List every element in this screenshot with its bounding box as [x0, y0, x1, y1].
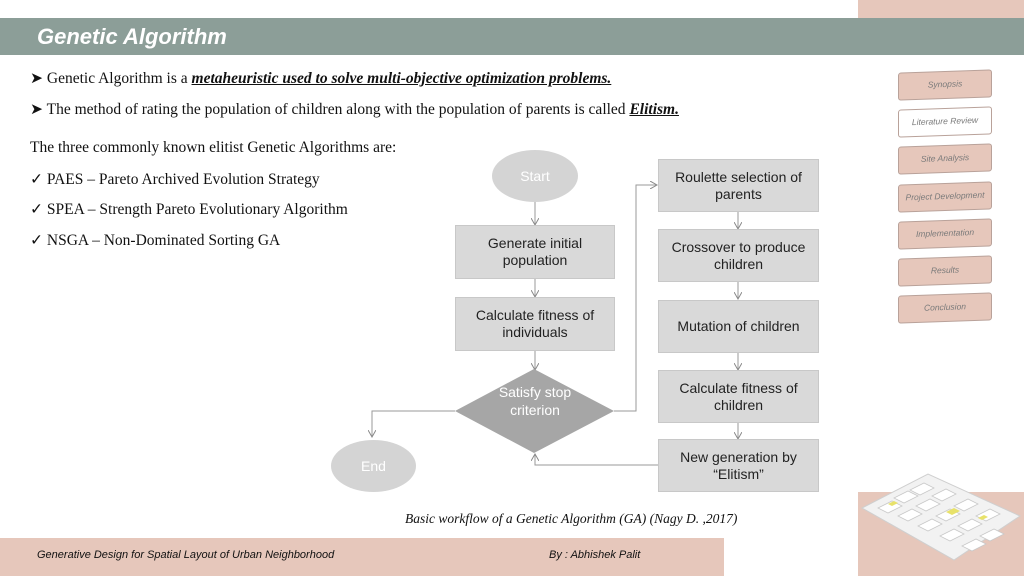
generate-population-box: Generate initial population [455, 225, 615, 279]
algorithm-item: ✓ NSGA – Non-Dominated Sorting GA [30, 231, 280, 250]
algorithm-item: ✓ PAES – Pareto Archived Evolution Strat… [30, 170, 320, 189]
algorithm-text: PAES – Pareto Archived Evolution Strateg… [46, 171, 320, 188]
nav-tab-conclusion[interactable]: Conclusion [898, 292, 992, 324]
page-title: Genetic Algorithm [37, 24, 227, 49]
decision-diamond [455, 369, 614, 453]
footer-author: By : Abhishek Palit [549, 549, 641, 561]
algorithm-text: NSGA – Non-Dominated Sorting GA [46, 232, 281, 249]
bullet-definition: ➤ Genetic Algorithm is a metaheuristic u… [30, 69, 611, 88]
nav-tab-site-analysis[interactable]: Site Analysis [898, 143, 992, 175]
decision-label: Satisfy stop criterion [498, 384, 572, 418]
intro-text: The three commonly known elitist Genetic… [30, 139, 397, 156]
check-icon: ✓ [30, 201, 43, 218]
check-icon: ✓ [30, 232, 43, 249]
nav-tab-literature-review[interactable]: Literature Review [898, 106, 992, 138]
city-model-illustration [860, 473, 1022, 561]
arrow-bullet-icon: ➤ [30, 101, 43, 118]
bullet-text: Genetic Algorithm is a [46, 70, 192, 87]
bullet-text: The method of rating the population of c… [46, 101, 630, 118]
nav-tab-project-development[interactable]: Project Development [898, 181, 992, 213]
check-icon: ✓ [30, 171, 43, 188]
new-generation-box: New generation by “Elitism” [658, 439, 819, 492]
calculate-fitness-box: Calculate fitness of individuals [455, 297, 615, 351]
algorithm-text: SPEA – Strength Pareto Evolutionary Algo… [46, 201, 348, 218]
title-bar [0, 18, 1024, 55]
end-node: End [331, 440, 416, 492]
crossover-box: Crossover to produce children [658, 229, 819, 282]
bullet-elitism: ➤ The method of rating the population of… [30, 100, 679, 119]
nav-tab-synopsis[interactable]: Synopsis [898, 69, 992, 101]
nav-tab-results[interactable]: Results [898, 255, 992, 287]
footer-project-title: Generative Design for Spatial Layout of … [37, 549, 335, 561]
algorithm-item: ✓ SPEA – Strength Pareto Evolutionary Al… [30, 200, 348, 219]
nav-tab-implementation[interactable]: Implementation [898, 218, 992, 250]
mutation-box: Mutation of children [658, 300, 819, 353]
figure-caption: Basic workflow of a Genetic Algorithm (G… [405, 511, 738, 526]
arrow-bullet-icon: ➤ [30, 70, 43, 87]
bullet-emphasis: metaheuristic used to solve multi-object… [191, 70, 612, 87]
start-node: Start [492, 150, 578, 202]
calculate-fitness-children-box: Calculate fitness of children [658, 370, 819, 423]
footer-bar [0, 538, 724, 576]
roulette-selection-box: Roulette selection of parents [658, 159, 819, 212]
bullet-emphasis: Elitism. [629, 101, 679, 118]
